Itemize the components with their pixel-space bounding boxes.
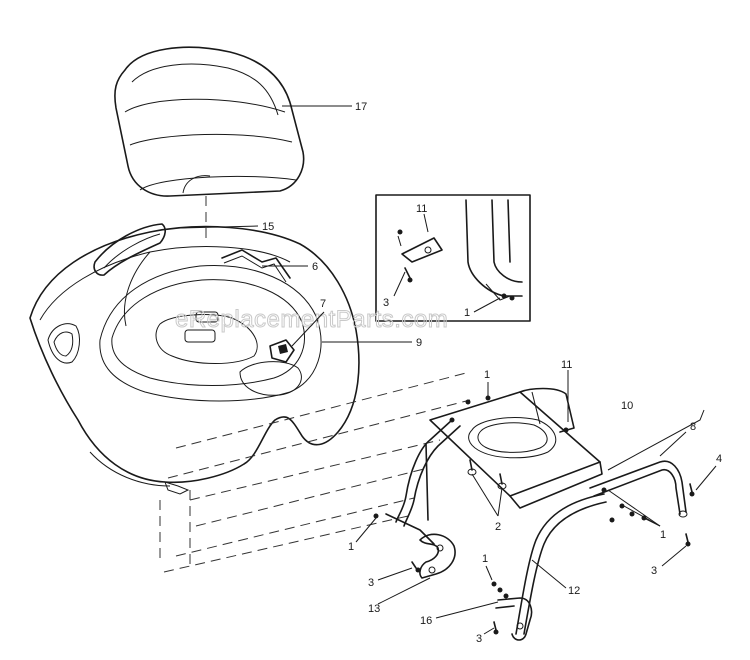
callout-bolt-bottom: 1 bbox=[482, 553, 488, 565]
bolts-top bbox=[485, 382, 491, 401]
seat-cap bbox=[93, 223, 166, 276]
callout-inset-bolt: 1 bbox=[464, 307, 470, 319]
callout-seat: 17 bbox=[355, 101, 367, 113]
callout-seat-rod: 6 bbox=[312, 261, 318, 273]
watermark: eReplacementParts.com bbox=[175, 306, 448, 333]
seat-rod bbox=[221, 249, 291, 283]
alignment-lines bbox=[159, 371, 471, 573]
hinge-left bbox=[419, 533, 456, 579]
callout-plate-bolt: 1 bbox=[484, 369, 490, 381]
callout-screw-left: 3 bbox=[368, 577, 374, 589]
callout-plate-bracket: 11 bbox=[561, 359, 572, 371]
callout-hinge-left: 13 bbox=[368, 603, 380, 615]
callout-latch: 7 bbox=[320, 298, 326, 310]
seat-plate bbox=[429, 387, 603, 509]
seat bbox=[114, 46, 305, 197]
callout-pin: 4 bbox=[716, 453, 722, 465]
latch bbox=[269, 339, 295, 363]
callouts: 17 15 6 7 9 11 3 1 1 11 10 8 4 2 1 3 1 3… bbox=[262, 101, 722, 645]
callout-seat-plate: 10 bbox=[621, 400, 633, 412]
leader-lines bbox=[179, 105, 717, 635]
hinge-bottom bbox=[491, 581, 533, 641]
callout-nuts: 2 bbox=[495, 521, 501, 533]
pin bbox=[689, 483, 695, 497]
support-bar bbox=[515, 493, 607, 635]
screw-bottom bbox=[493, 621, 499, 635]
body-pan bbox=[29, 225, 360, 495]
callout-screw-bottom: 3 bbox=[476, 633, 482, 645]
callout-support-bar: 12 bbox=[568, 585, 580, 597]
callout-bolts-right: 1 bbox=[660, 529, 666, 541]
screw-right bbox=[685, 533, 691, 547]
left-frame bbox=[385, 419, 461, 545]
callout-hinge-bottom: 16 bbox=[420, 615, 432, 627]
callout-screw-right: 3 bbox=[651, 565, 657, 577]
callout-inset-bracket: 11 bbox=[416, 203, 427, 215]
callout-bolt-left: 1 bbox=[348, 541, 354, 553]
inset-detail bbox=[375, 194, 531, 322]
callout-seat-cap: 15 bbox=[262, 221, 274, 233]
callout-frame-rod: 8 bbox=[690, 421, 696, 433]
bolt-left bbox=[373, 513, 379, 519]
callout-body-pan: 9 bbox=[416, 337, 422, 349]
bolts-right bbox=[601, 487, 647, 523]
frame-rod bbox=[589, 460, 688, 518]
screw-left bbox=[411, 561, 421, 573]
callout-inset-screw: 3 bbox=[383, 297, 389, 309]
